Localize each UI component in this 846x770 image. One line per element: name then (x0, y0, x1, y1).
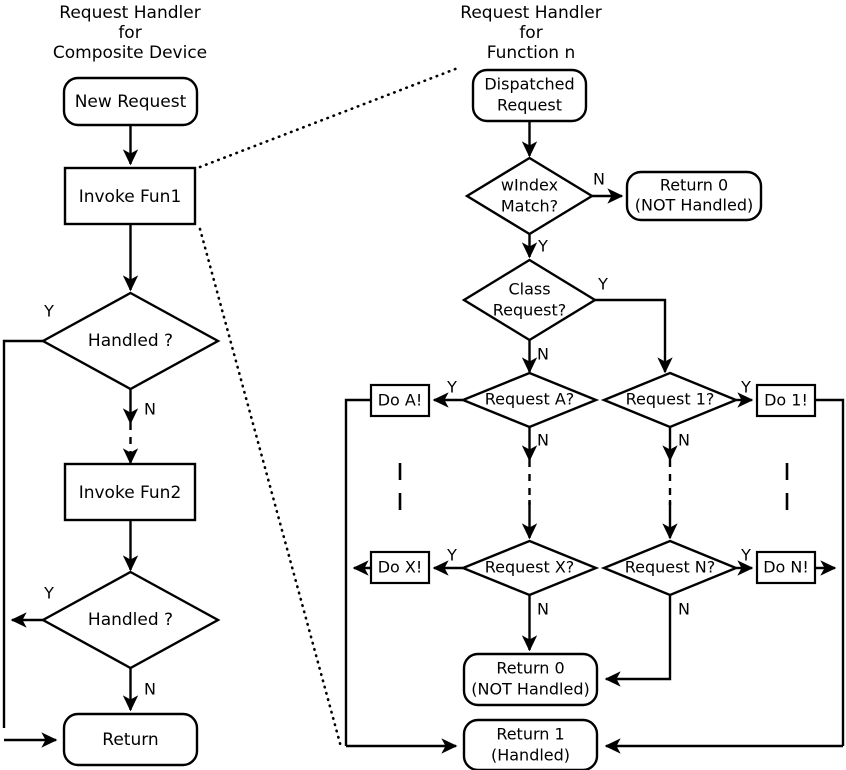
do-1-label: Do 1! (764, 391, 808, 410)
node-new-request[interactable]: New Request (62, 76, 199, 127)
right-title-line2: for (519, 23, 542, 43)
node-dispatched-request[interactable]: Dispatched Request (471, 68, 588, 123)
windex-yes-label: Y (537, 237, 548, 256)
new-request-label: New Request (75, 92, 187, 112)
handled-1-label: Handled ? (88, 331, 173, 351)
node-invoke-fun2[interactable]: Invoke Fun2 (63, 462, 197, 522)
node-return-1[interactable]: Return 1 (Handled) (462, 718, 599, 770)
invoke-fun2-label: Invoke Fun2 (79, 483, 182, 503)
node-do-a[interactable]: Do A! (369, 383, 431, 418)
left-title-line3: Composite Device (53, 43, 207, 63)
class-yes-label: Y (597, 275, 608, 294)
node-do-x[interactable]: Do X! (369, 550, 431, 585)
request-x-yes-label: Y (446, 546, 457, 565)
return-1-label-1: Return 1 (496, 725, 564, 744)
return-1-label-2: (Handled) (491, 746, 570, 765)
invoke-fun1-label: Invoke Fun1 (79, 187, 182, 207)
request-1-no-label: N (678, 431, 690, 450)
windex-match-label-1: wIndex (501, 176, 558, 195)
request-a-yes-label: Y (446, 378, 457, 397)
handled-2-label: Handled ? (88, 610, 173, 630)
edge-requestn-no-to-return0 (604, 595, 672, 687)
request-x-label: Request X? (485, 558, 575, 577)
node-do-n[interactable]: Do N! (755, 550, 817, 585)
edge-class-yes-to-request1 (595, 298, 673, 374)
handled-2-no-label: N (144, 680, 156, 699)
edge-doa-to-left-rail (344, 398, 371, 746)
do-x-label: Do X! (378, 558, 423, 577)
return-shape (62, 712, 199, 767)
class-request-label-1: Class (508, 280, 550, 299)
return-0-top-label-1: Return 0 (660, 176, 728, 195)
left-title-line2: for (118, 23, 141, 43)
edge-do1-to-right-rail (815, 398, 845, 746)
left-panel-title: Request Handler for Composite Device (53, 3, 207, 63)
node-return-0-bottom[interactable]: Return 0 (NOT Handled) (462, 652, 599, 707)
node-do-1[interactable]: Do 1! (755, 383, 817, 418)
node-request-x[interactable]: Request X? (459, 539, 600, 597)
return-0-top-shape (625, 170, 763, 222)
request-n-label: Request N? (625, 558, 716, 577)
do-n-label: Do N! (763, 558, 809, 577)
class-no-label: N (537, 345, 549, 364)
dispatched-request-label-2: Request (497, 96, 562, 115)
return-1-shape (462, 718, 599, 770)
edge-handled1-yes-to-rail (2, 339, 43, 728)
node-class-request[interactable]: Class Request? (461, 258, 598, 342)
windex-no-label: N (593, 170, 605, 189)
class-request-label-2: Request? (493, 301, 566, 320)
request-n-no-label: N (678, 600, 690, 619)
return-0-bottom-shape (462, 652, 599, 707)
request-a-label: Request A? (485, 390, 575, 409)
return-0-top-label-2: (NOT Handled) (635, 196, 753, 215)
node-return[interactable]: Return (62, 712, 199, 767)
windex-match-label-2: Match? (501, 197, 558, 216)
handled-1-yes-label: Y (43, 302, 54, 321)
right-panel-title: Request Handler for Function n (460, 3, 601, 63)
do-a-shape (369, 383, 431, 418)
handled-2-yes-label: Y (43, 584, 54, 603)
left-title-line1: Request Handler (59, 3, 200, 23)
right-title-line1: Request Handler (460, 3, 601, 23)
request-x-no-label: N (537, 600, 549, 619)
expansion-connector-top (198, 66, 460, 169)
handled-1-no-label: N (144, 400, 156, 419)
node-return-0-top[interactable]: Return 0 (NOT Handled) (625, 170, 763, 222)
dispatched-request-label-1: Dispatched (484, 75, 574, 94)
invoke-fun2-shape (63, 462, 197, 522)
node-handled-1[interactable]: Handled ? (40, 291, 221, 391)
node-invoke-fun1[interactable]: Invoke Fun1 (63, 166, 197, 226)
do-a-label: Do A! (378, 391, 423, 410)
return-0-bottom-label-1: Return 0 (496, 659, 564, 678)
request-1-label: Request 1? (626, 390, 715, 409)
right-title-line3: Function n (487, 43, 576, 63)
return-label: Return (102, 730, 158, 750)
return-0-bottom-label-2: (NOT Handled) (471, 680, 589, 699)
expansion-connector-bottom (198, 227, 343, 749)
invoke-fun1-shape (63, 166, 197, 226)
request-n-yes-label: Y (740, 546, 751, 565)
request-1-yes-label: Y (740, 378, 751, 397)
request-a-no-label: N (537, 431, 549, 450)
